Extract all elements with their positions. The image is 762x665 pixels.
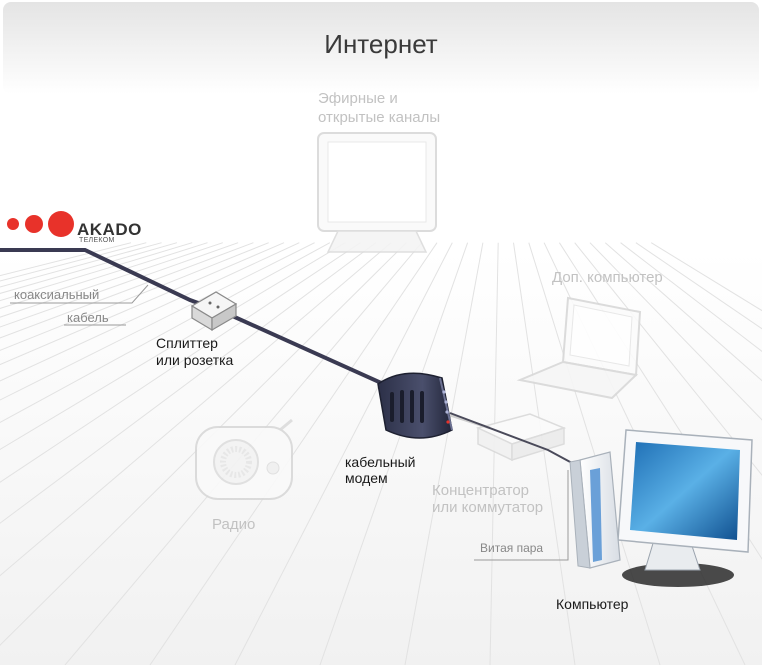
diagram-title: Интернет xyxy=(324,29,438,59)
hub-label-line1: Концентратор xyxy=(432,482,530,499)
computer-icon xyxy=(569,429,753,587)
twisted-pair-label: Витая пара xyxy=(480,541,544,555)
modem-label-line1: кабельный xyxy=(345,454,416,470)
tv-icon xyxy=(317,132,437,253)
modem-label-line2: модем xyxy=(345,470,388,486)
header-band xyxy=(3,2,759,94)
coax-callout-top xyxy=(10,284,149,304)
coax-label-line2: кабель xyxy=(67,310,109,325)
splitter-label-line2: или розетка xyxy=(156,352,234,368)
coax-label-line1: коаксиальный xyxy=(14,287,100,302)
laptop-icon xyxy=(516,296,642,400)
computer-label: Компьютер xyxy=(556,596,629,612)
radio-icon xyxy=(195,418,293,500)
coaxial-cable-line xyxy=(0,248,390,388)
extra-computer-label: Доп. компьютер xyxy=(552,269,663,286)
logo-subtitle: ТЕЛЕКОМ xyxy=(79,237,115,244)
splitter-label-line1: Сплиттер xyxy=(156,335,218,351)
logo-mark xyxy=(7,211,74,237)
tv-label-line1: Эфирные и xyxy=(318,90,398,107)
twisted-pair-callout xyxy=(474,470,569,561)
hub-icon xyxy=(475,413,567,462)
radio-label: Радио xyxy=(212,516,256,533)
logo-wordmark: AKADO xyxy=(77,220,142,239)
tv-label-line2: открытые каналы xyxy=(318,109,441,126)
splitter-icon xyxy=(190,291,238,332)
modem-icon xyxy=(377,372,453,439)
hub-label-line2: или коммутатор xyxy=(432,499,544,516)
